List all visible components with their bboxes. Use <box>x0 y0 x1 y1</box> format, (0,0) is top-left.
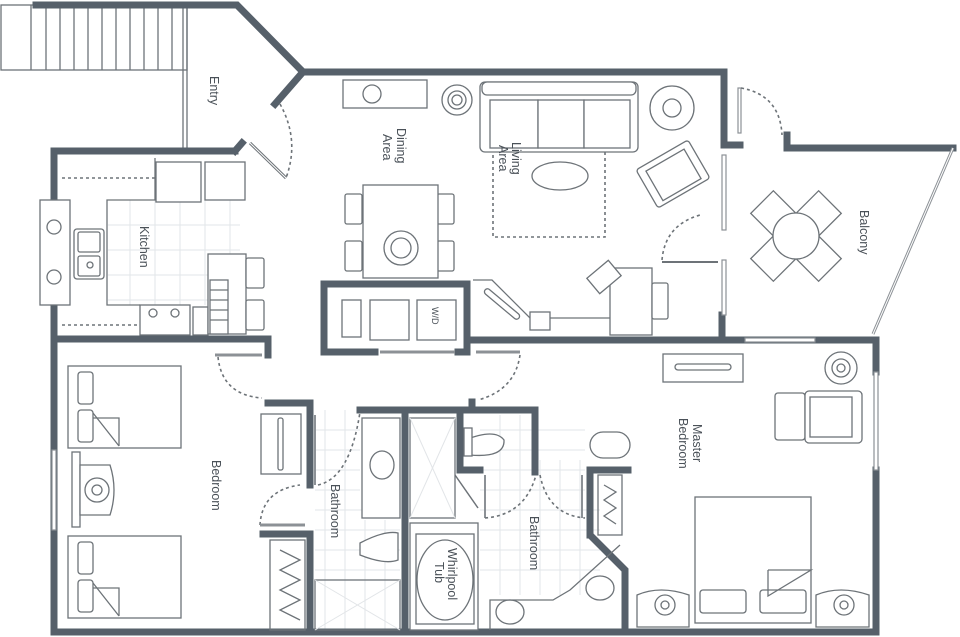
sofa <box>479 81 639 153</box>
sink-icon <box>73 228 105 280</box>
kitchen-fixtures <box>46 158 265 336</box>
label-living-1: Living <box>509 142 523 175</box>
label-kitchen: Kitchen <box>137 226 151 268</box>
label-dining-1: Dining <box>394 128 408 163</box>
stairs <box>0 4 188 150</box>
dining-fixtures <box>342 79 473 279</box>
doors <box>215 87 783 527</box>
bed-2 <box>67 535 182 619</box>
master-bed <box>694 496 814 624</box>
label-master-1: Master <box>690 424 704 462</box>
stove-icon <box>139 304 191 336</box>
nightstand <box>71 451 115 528</box>
label-balcony: Balcony <box>857 210 871 255</box>
label-entry: Entry <box>207 76 221 106</box>
label-tub-1: Whirlpool <box>445 548 459 600</box>
balcony-railing <box>871 147 955 335</box>
laundry-fixtures <box>341 299 457 341</box>
master-nightstands <box>636 589 870 628</box>
closet-1 <box>269 539 306 631</box>
living-fixtures <box>473 81 710 336</box>
master-fixtures <box>636 351 870 628</box>
desk <box>473 259 669 336</box>
armchair <box>636 140 710 208</box>
kitchen-bar <box>207 253 265 335</box>
label-bedroom: Bedroom <box>209 460 223 511</box>
bathroom1-fixtures <box>314 417 401 631</box>
windows <box>39 154 879 531</box>
label-dining-2: Area <box>380 134 394 160</box>
label-bathroom-1: Bathroom <box>328 484 342 538</box>
label-wd: W/D <box>430 307 440 325</box>
exterior-walls <box>32 1 957 636</box>
room-labels: Entry Dining Area Living Area Balcony Ki… <box>137 76 871 600</box>
master-armchair <box>774 390 863 444</box>
label-master-2: Bedroom <box>676 418 690 469</box>
bedroom-fixtures <box>67 365 306 631</box>
balcony-fixtures <box>749 189 843 283</box>
label-tub-2: Tub <box>432 562 446 583</box>
dining-table <box>344 184 455 279</box>
label-bathroom-2: Bathroom <box>527 516 541 570</box>
label-living-2: Area <box>496 145 510 171</box>
bed-1 <box>67 365 182 449</box>
plant-icon <box>46 219 62 285</box>
bathroom2-fixtures <box>409 417 631 631</box>
